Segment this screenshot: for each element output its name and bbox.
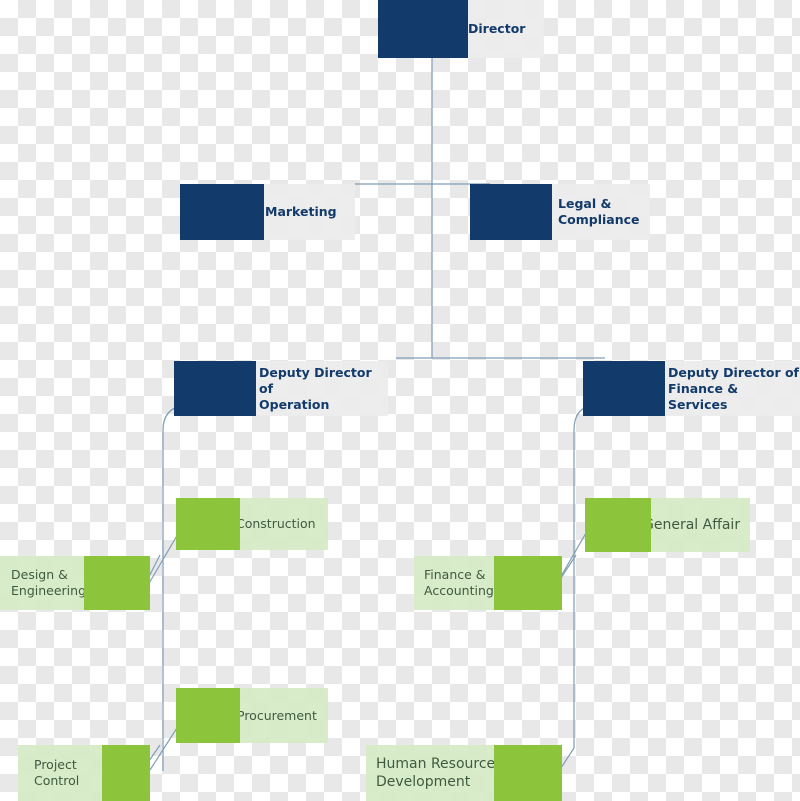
node-procurement-label: Procurement <box>237 707 317 723</box>
node-deputy-operation: Deputy Director of Operation <box>174 361 388 416</box>
node-construction: Construction <box>176 498 328 550</box>
node-finance-accounting-shape <box>494 556 562 610</box>
node-legal-compliance: Legal & Compliance <box>470 184 650 240</box>
node-director: Director <box>378 0 544 58</box>
node-deputy-finance-shape <box>583 361 665 416</box>
node-deputy-operation-box: Deputy Director of Operation <box>230 361 388 416</box>
node-legal-compliance-shape <box>470 184 552 240</box>
node-general-affair: General Affair <box>585 498 750 552</box>
node-deputy-operation-label: Deputy Director of Operation <box>259 364 372 412</box>
node-marketing: Marketing <box>180 184 355 240</box>
node-design-engineering-label: Design & Engineering <box>11 567 86 598</box>
node-finance-accounting: Finance & Accounting <box>414 556 562 610</box>
node-marketing-shape <box>180 184 264 240</box>
node-hr-development: Human Resources Development <box>366 745 562 801</box>
node-deputy-finance-box: Deputy Director of Finance & Services <box>639 361 800 416</box>
node-design-engineering-shape <box>84 556 150 610</box>
node-marketing-label: Marketing <box>265 204 337 219</box>
node-hr-development-label: Human Resources Development <box>376 756 503 790</box>
node-project-control-shape <box>102 745 150 801</box>
node-hr-development-shape <box>494 745 562 801</box>
node-general-affair-label: General Affair <box>643 517 741 533</box>
node-director-shape <box>378 0 468 58</box>
node-director-label: Director <box>468 21 526 36</box>
node-construction-label: Construction <box>236 516 316 531</box>
node-project-control-box: Project Control <box>18 745 118 801</box>
node-deputy-operation-shape <box>174 361 256 416</box>
node-legal-compliance-label: Legal & Compliance <box>558 196 640 227</box>
node-deputy-finance-label: Deputy Director of Finance & Services <box>668 364 799 412</box>
node-project-control: Project Control <box>18 745 150 801</box>
node-deputy-finance: Deputy Director of Finance & Services <box>583 361 800 416</box>
node-procurement-shape <box>176 688 240 743</box>
node-construction-shape <box>176 498 240 550</box>
node-design-engineering: Design & Engineering <box>0 556 150 610</box>
node-procurement: Procurement <box>176 688 328 743</box>
node-general-affair-shape <box>585 498 651 552</box>
node-project-control-label: Project Control <box>34 757 80 788</box>
node-finance-accounting-label: Finance & Accounting <box>424 567 494 598</box>
